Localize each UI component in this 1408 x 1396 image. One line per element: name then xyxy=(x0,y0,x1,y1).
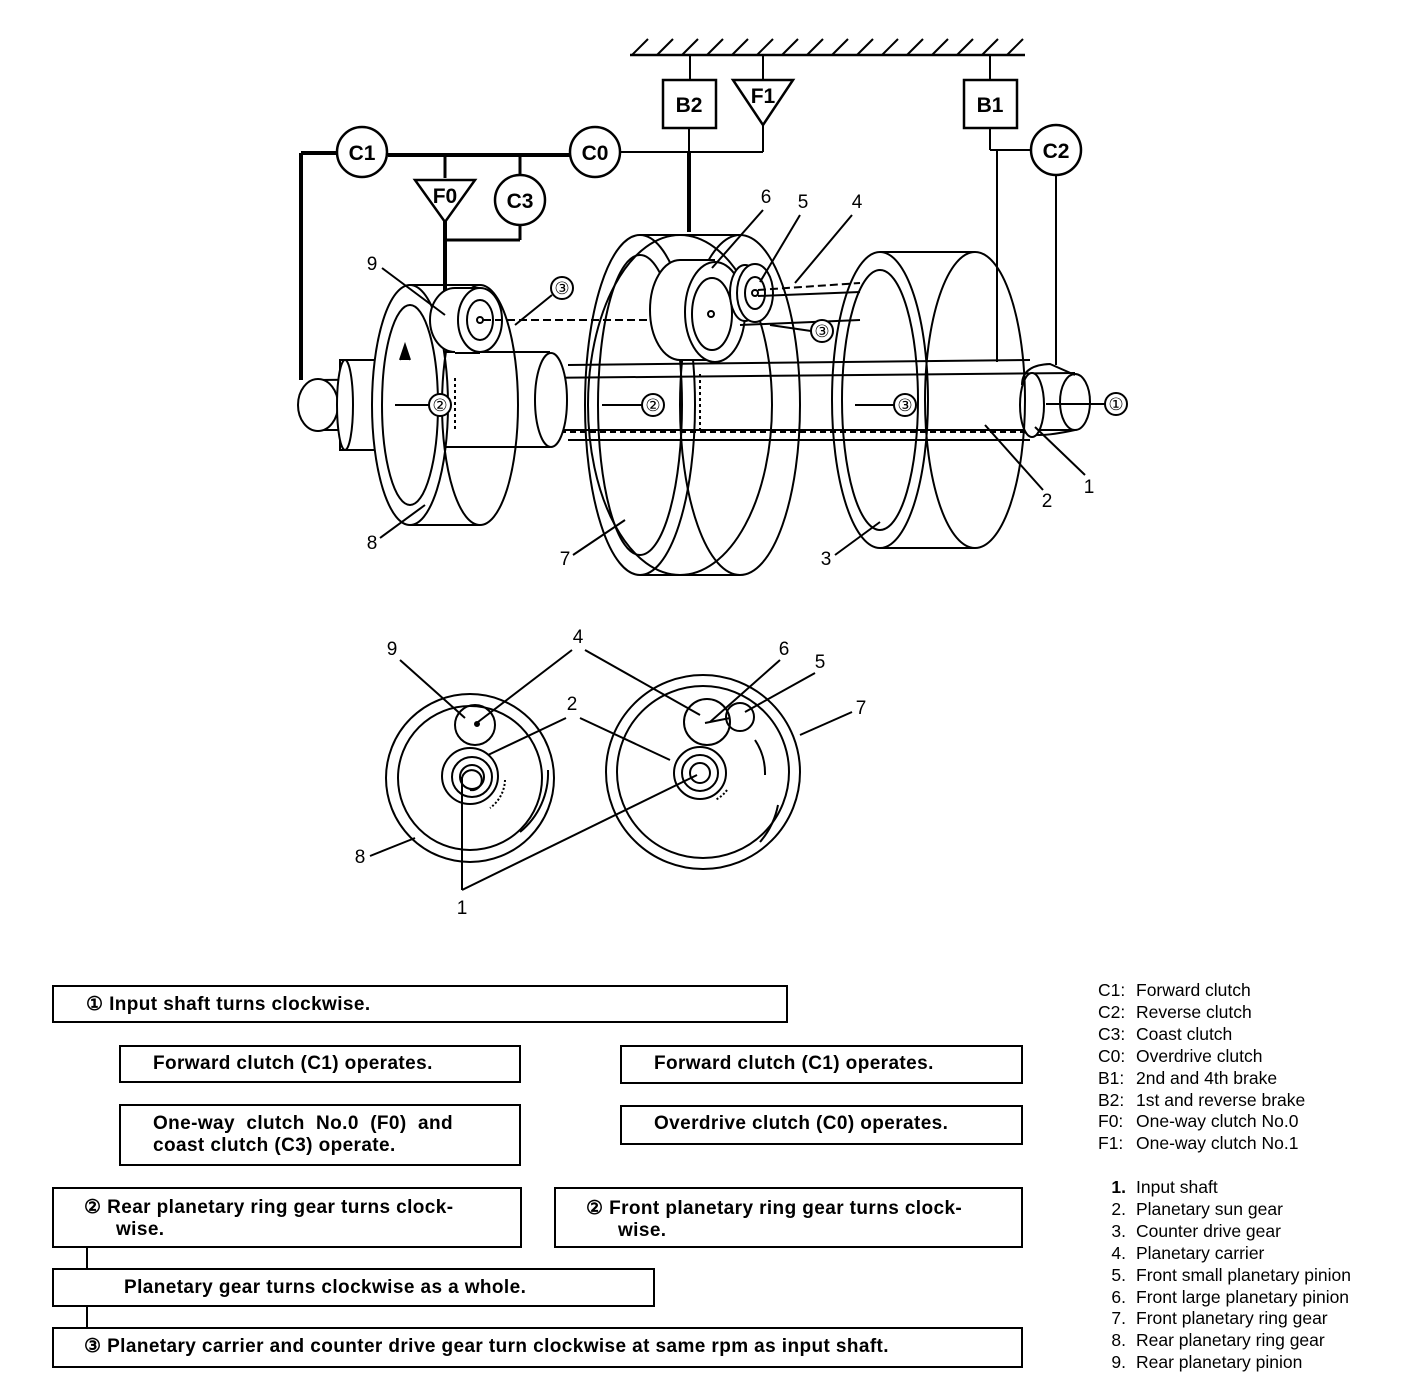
clutch-c2: C2 xyxy=(1029,123,1083,177)
flow-connector-mid-1 xyxy=(86,1248,88,1268)
legend-part-row: 9.Rear planetary pinion xyxy=(1111,1352,1303,1373)
flow-final-carrier-text: ③ Planetary carrier and counter drive ge… xyxy=(84,1336,889,1357)
callouts-3d: 6 5 4 9 8 7 3 2 1 xyxy=(367,187,1095,570)
c3-label: C3 xyxy=(507,190,534,213)
legend-code-row: C3:Coast clutch xyxy=(1098,1023,1233,1044)
flow-planetary-whole: Planetary gear turns clockwise as a whol… xyxy=(52,1268,655,1307)
legend-code-row: B1:2nd and 4th brake xyxy=(1098,1067,1278,1088)
legend-code-row: C2:Reverse clutch xyxy=(1098,1001,1252,1022)
callout-4: 4 xyxy=(852,192,863,213)
flow-left-oneway-coast-line1: One-way clutch No.0 (F0) and xyxy=(153,1113,453,1134)
callout-5: 5 xyxy=(798,192,809,213)
counter-drive-gear-3d xyxy=(831,251,1026,549)
flow-right-forward-clutch-text: Forward clutch (C1) operates. xyxy=(654,1053,934,1074)
f0-label: F0 xyxy=(433,185,458,208)
callout-6: 6 xyxy=(761,187,772,208)
legend-code-row: C0:Overdrive clutch xyxy=(1098,1045,1263,1066)
c1-label: C1 xyxy=(349,142,376,165)
flow-step-input-shaft: ① Input shaft turns clockwise. xyxy=(52,985,788,1023)
marker-counter-drive: ③ xyxy=(897,396,912,415)
flow-right-overdrive-clutch: Overdrive clutch (C0) operates. xyxy=(620,1105,1023,1145)
legend-part-row: 4.Planetary carrier xyxy=(1111,1242,1265,1263)
legend-part-row: 3.Counter drive gear xyxy=(1111,1220,1281,1241)
legend-part-row: 1.Input shaft xyxy=(1111,1177,1218,1197)
legend-parts: 1.Input shaft 2.Planetary sun gear 3.Cou… xyxy=(1098,1177,1351,1374)
fv-callout-7: 7 xyxy=(856,698,867,719)
legend-part-row: 5.Front small planetary pinion xyxy=(1111,1264,1351,1285)
callout-3: 3 xyxy=(821,549,832,570)
marker-front-ring: ② xyxy=(645,396,660,415)
fv-callout-9: 9 xyxy=(387,639,398,660)
circled-markers: ① ② ② ③ ③ ③ xyxy=(395,276,1128,417)
flow-connector-mid-2 xyxy=(86,1307,88,1327)
legend-code-row: C1:Forward clutch xyxy=(1098,980,1251,1000)
legend-code-row: B2:1st and reverse brake xyxy=(1098,1089,1306,1110)
clutch-c0: C0 xyxy=(568,125,622,179)
legend-code-row: F0:One-way clutch No.0 xyxy=(1098,1111,1299,1132)
flow-right-overdrive-clutch-text: Overdrive clutch (C0) operates. xyxy=(654,1113,949,1134)
one-way-clutch-f1: F1 xyxy=(730,78,796,128)
callouts-front-view: 9 4 2 6 5 7 8 1 xyxy=(355,627,867,919)
flow-right-front-ring-gear-line2: wise. xyxy=(618,1220,667,1241)
marker-rear-carrier: ③ xyxy=(554,279,569,298)
legend-part-row: 7.Front planetary ring gear xyxy=(1111,1308,1328,1329)
flow-left-forward-clutch-text: Forward clutch (C1) operates. xyxy=(153,1053,433,1074)
brake-b2: B2 xyxy=(661,78,718,130)
fv-callout-1: 1 xyxy=(457,898,468,919)
flow-left-oneway-coast-line2: coast clutch (C3) operate. xyxy=(153,1135,396,1156)
flow-left-rear-ring-gear: ② Rear planetary ring gear turns clock- … xyxy=(52,1187,522,1248)
legend-part-row: 8.Rear planetary ring gear xyxy=(1111,1330,1325,1351)
f1-label: F1 xyxy=(751,85,776,108)
connection-lines xyxy=(299,125,1057,380)
flow-right-front-ring-gear: ② Front planetary ring gear turns clock-… xyxy=(554,1187,1023,1248)
rear-planetary-front-view xyxy=(385,693,555,863)
flow-right-front-ring-gear-line1: ② Front planetary ring gear turns clock- xyxy=(586,1198,963,1219)
b2-label: B2 xyxy=(676,94,703,117)
fv-callout-4: 4 xyxy=(573,627,584,648)
c0-label: C0 xyxy=(582,142,609,165)
fv-callout-8: 8 xyxy=(355,847,366,868)
brake-b1: B1 xyxy=(962,78,1019,130)
clutch-c3: C3 xyxy=(493,173,547,227)
callout-7: 7 xyxy=(560,549,571,570)
legend-code-row: F1:One-way clutch No.1 xyxy=(1098,1133,1299,1154)
flow-final-carrier: ③ Planetary carrier and counter drive ge… xyxy=(52,1327,1023,1368)
callout-8: 8 xyxy=(367,533,378,554)
front-planetary-front-view xyxy=(605,674,801,870)
legend-part-row: 2.Planetary sun gear xyxy=(1111,1198,1283,1219)
front-small-pinion-3d xyxy=(729,263,861,326)
fv-callout-5: 5 xyxy=(815,652,826,673)
c2-label: C2 xyxy=(1043,140,1070,163)
callout-1: 1 xyxy=(1084,477,1095,498)
rear-pinion-3d xyxy=(429,287,700,354)
flow-left-rear-ring-gear-line2: wise. xyxy=(116,1219,165,1240)
flow-left-rear-ring-gear-line1: ② Rear planetary ring gear turns clock- xyxy=(84,1197,454,1218)
legend-part-row: 6.Front large planetary pinion xyxy=(1111,1286,1350,1307)
flow-right-forward-clutch: Forward clutch (C1) operates. xyxy=(620,1045,1023,1084)
marker-rear-ring: ② xyxy=(432,396,447,415)
fv-callout-2: 2 xyxy=(567,694,578,715)
planetary-gear-diagram: B2 F1 B1 C1 C0 C2 xyxy=(297,38,1128,919)
flow-left-oneway-coast: One-way clutch No.0 (F0) and coast clutc… xyxy=(119,1104,521,1166)
fv-callout-6: 6 xyxy=(779,639,790,660)
b1-label: B1 xyxy=(977,94,1004,117)
marker-front-carrier: ③ xyxy=(814,322,829,341)
callout-2: 2 xyxy=(1042,491,1053,512)
flow-step-input-shaft-text: ① Input shaft turns clockwise. xyxy=(86,994,371,1015)
flow-planetary-whole-text: Planetary gear turns clockwise as a whol… xyxy=(124,1277,527,1298)
front-large-pinion-3d xyxy=(649,259,746,363)
callout-9: 9 xyxy=(367,254,378,275)
marker-input-shaft: ① xyxy=(1108,395,1123,414)
legend-codes: C1:Forward clutch C2:Reverse clutch C3:C… xyxy=(1098,980,1305,1155)
flow-left-forward-clutch: Forward clutch (C1) operates. xyxy=(119,1045,521,1083)
one-way-clutch-f0: F0 xyxy=(412,178,478,225)
clutch-c1: C1 xyxy=(335,125,389,179)
housing-ground xyxy=(630,38,1025,80)
